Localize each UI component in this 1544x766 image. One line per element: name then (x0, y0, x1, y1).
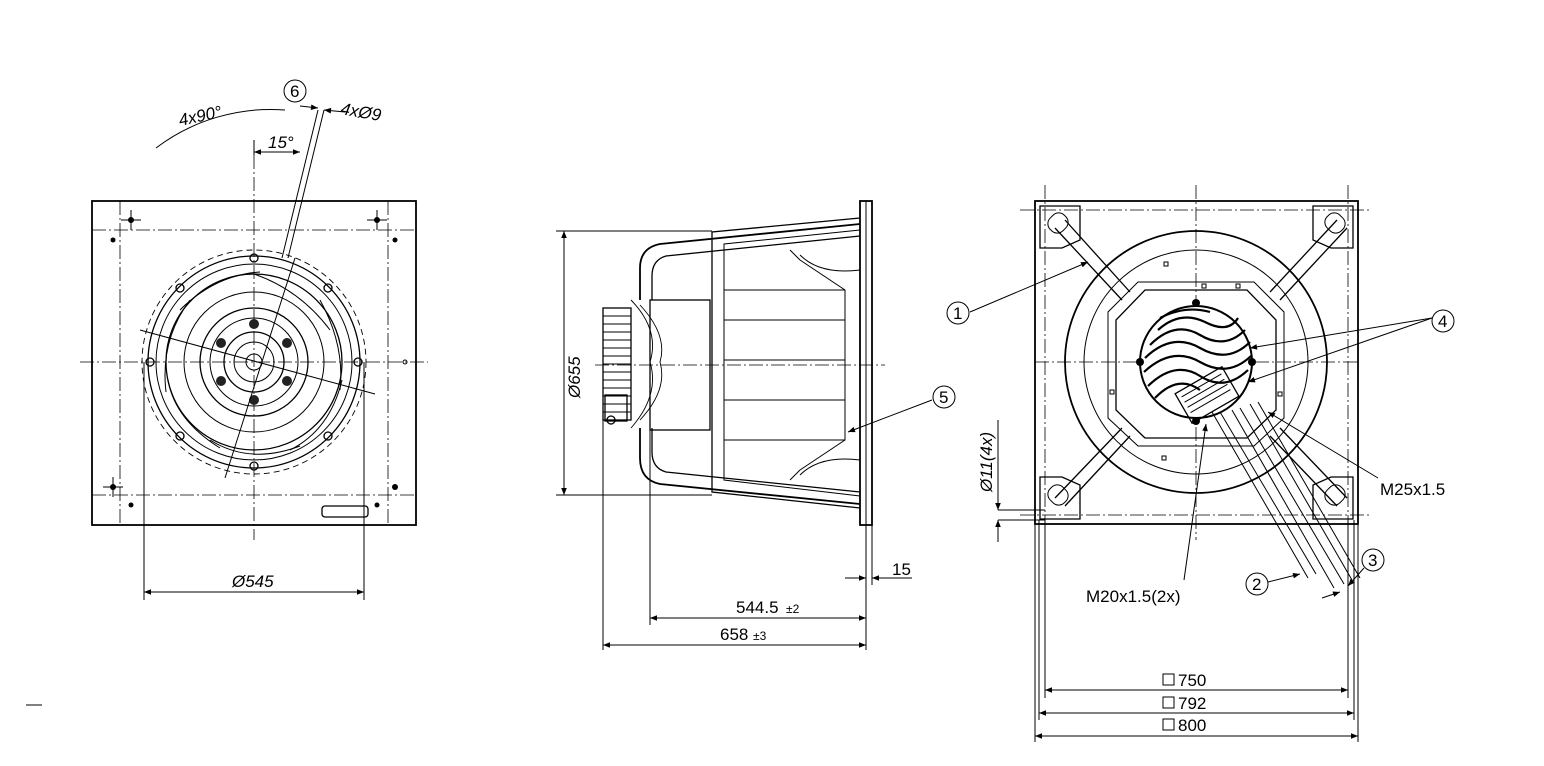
callout-1: 1 (953, 304, 962, 323)
side-dim-depth-2: 658 (720, 625, 748, 644)
rear-dim-square-inner: 750 (1178, 671, 1206, 690)
callout-4-circle (1431, 309, 1455, 333)
side-view: 5 Ø655 15 544.5 ±2 658 ±3 (556, 200, 956, 650)
side-dim-inlet-diameter: Ø655 (565, 356, 584, 399)
side-dim-depth-2-tol: ±3 (753, 629, 767, 643)
rear-corner-mounts (1039, 205, 1354, 520)
front-inlet-dashed-circle (141, 249, 367, 475)
side-dim-depth-1-tol: ±2 (786, 602, 800, 616)
front-angle-pattern: 4x90° (177, 102, 224, 130)
rear-dim-square-mid: 792 (1178, 694, 1206, 713)
side-dim-flange-thickness: 15 (892, 560, 911, 579)
side-housing-outline (711, 217, 861, 509)
front-blades (164, 271, 343, 455)
side-strut-top (639, 223, 861, 300)
rear-cable-gland-small: M20x1.5(2x) (1086, 587, 1180, 606)
front-dim-inner-diameter: Ø545 (231, 572, 274, 591)
front-terminal-box (321, 505, 369, 518)
callout-6-circle (283, 79, 307, 103)
callout-2: 2 (1252, 575, 1261, 594)
rear-mount-holes: Ø11(4x) (977, 432, 996, 493)
rear-plate-outline (1034, 200, 1359, 525)
callout-1-circle (946, 301, 970, 325)
callout-2-circle (1245, 572, 1269, 596)
callout-6: 6 (290, 82, 299, 101)
callout-5-circle (932, 385, 956, 409)
square-symbol-750 (1162, 673, 1175, 686)
rear-terminal-box (1174, 365, 1240, 425)
front-ring-bolts (145, 253, 363, 471)
front-view: Ø545 4x90° 15° 4xØ9 6 (80, 79, 428, 600)
rear-view: 1 4 M25x1.5 M20x1.5(2x) 2 3 Ø11(4x) (946, 185, 1455, 742)
square-symbol-792 (1162, 696, 1175, 709)
square-symbol-800 (1162, 718, 1175, 731)
front-angle-offset: 15° (268, 133, 294, 152)
callout-5: 5 (939, 388, 948, 407)
callout-3: 3 (1368, 551, 1377, 570)
side-strut-bottom (639, 428, 861, 505)
side-dim-depth-1: 544.5 (736, 598, 779, 617)
front-angle-arc (155, 108, 286, 149)
rear-struts (1054, 219, 1348, 507)
callout-3-circle (1361, 548, 1385, 572)
front-hub-bolts (216, 319, 292, 405)
rear-dim-square-outer: 800 (1178, 716, 1206, 735)
front-mount-holes (103, 210, 408, 508)
rear-cable-gland-large: M25x1.5 (1380, 480, 1445, 499)
front-hole-spec: 4xØ9 (339, 99, 383, 125)
rear-motor-fins (1143, 308, 1252, 399)
callout-4: 4 (1438, 312, 1447, 331)
rear-frame (1115, 289, 1277, 439)
